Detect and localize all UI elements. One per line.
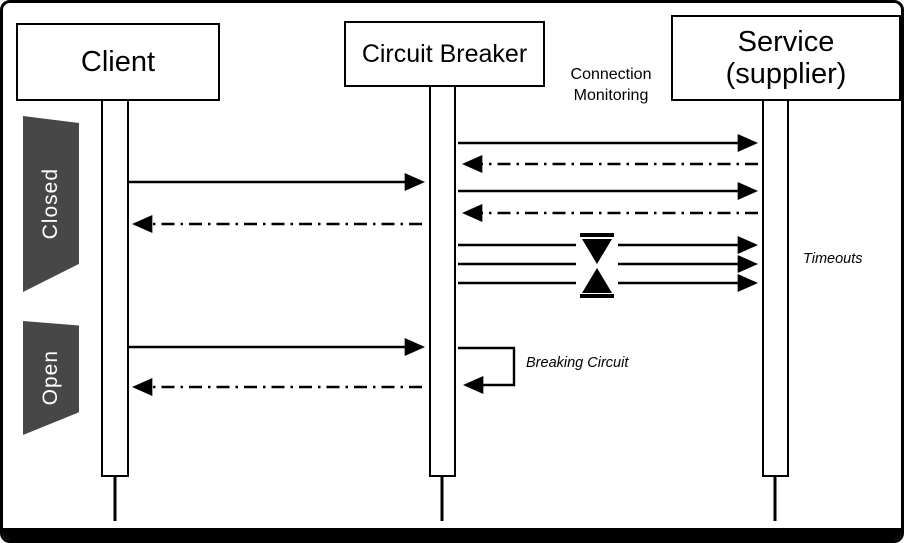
diagram-arrows-layer [113,134,777,521]
circuit-breaker-activation-bar [429,83,456,477]
participant-label-circuit-breaker: Circuit Breaker [361,40,528,68]
participant-box-circuit-breaker: Circuit Breaker [344,21,545,87]
state-flag-closed: Closed [23,116,79,292]
state-label-closed: Closed [39,168,62,240]
hourglass-icon [576,231,618,299]
breaking-circuit-label: Breaking Circuit [526,355,629,371]
connection-monitoring-label: Connection Monitoring [570,66,652,104]
participant-box-client: Client [16,23,220,101]
service-activation-bar [762,97,789,477]
participant-label-service: Service [737,25,835,58]
message-arrow-breaking-circuit-selfloop [458,346,516,394]
client-activation-bar [101,97,129,477]
timeouts-label: Timeouts [803,251,863,267]
participant-sublabel-service: (supplier) [725,58,847,90]
participant-label-client: Client [80,45,156,78]
state-label-open: Open [39,350,62,406]
bottom-border-bar [3,528,901,540]
participant-box-service: Service (supplier) [671,15,901,101]
